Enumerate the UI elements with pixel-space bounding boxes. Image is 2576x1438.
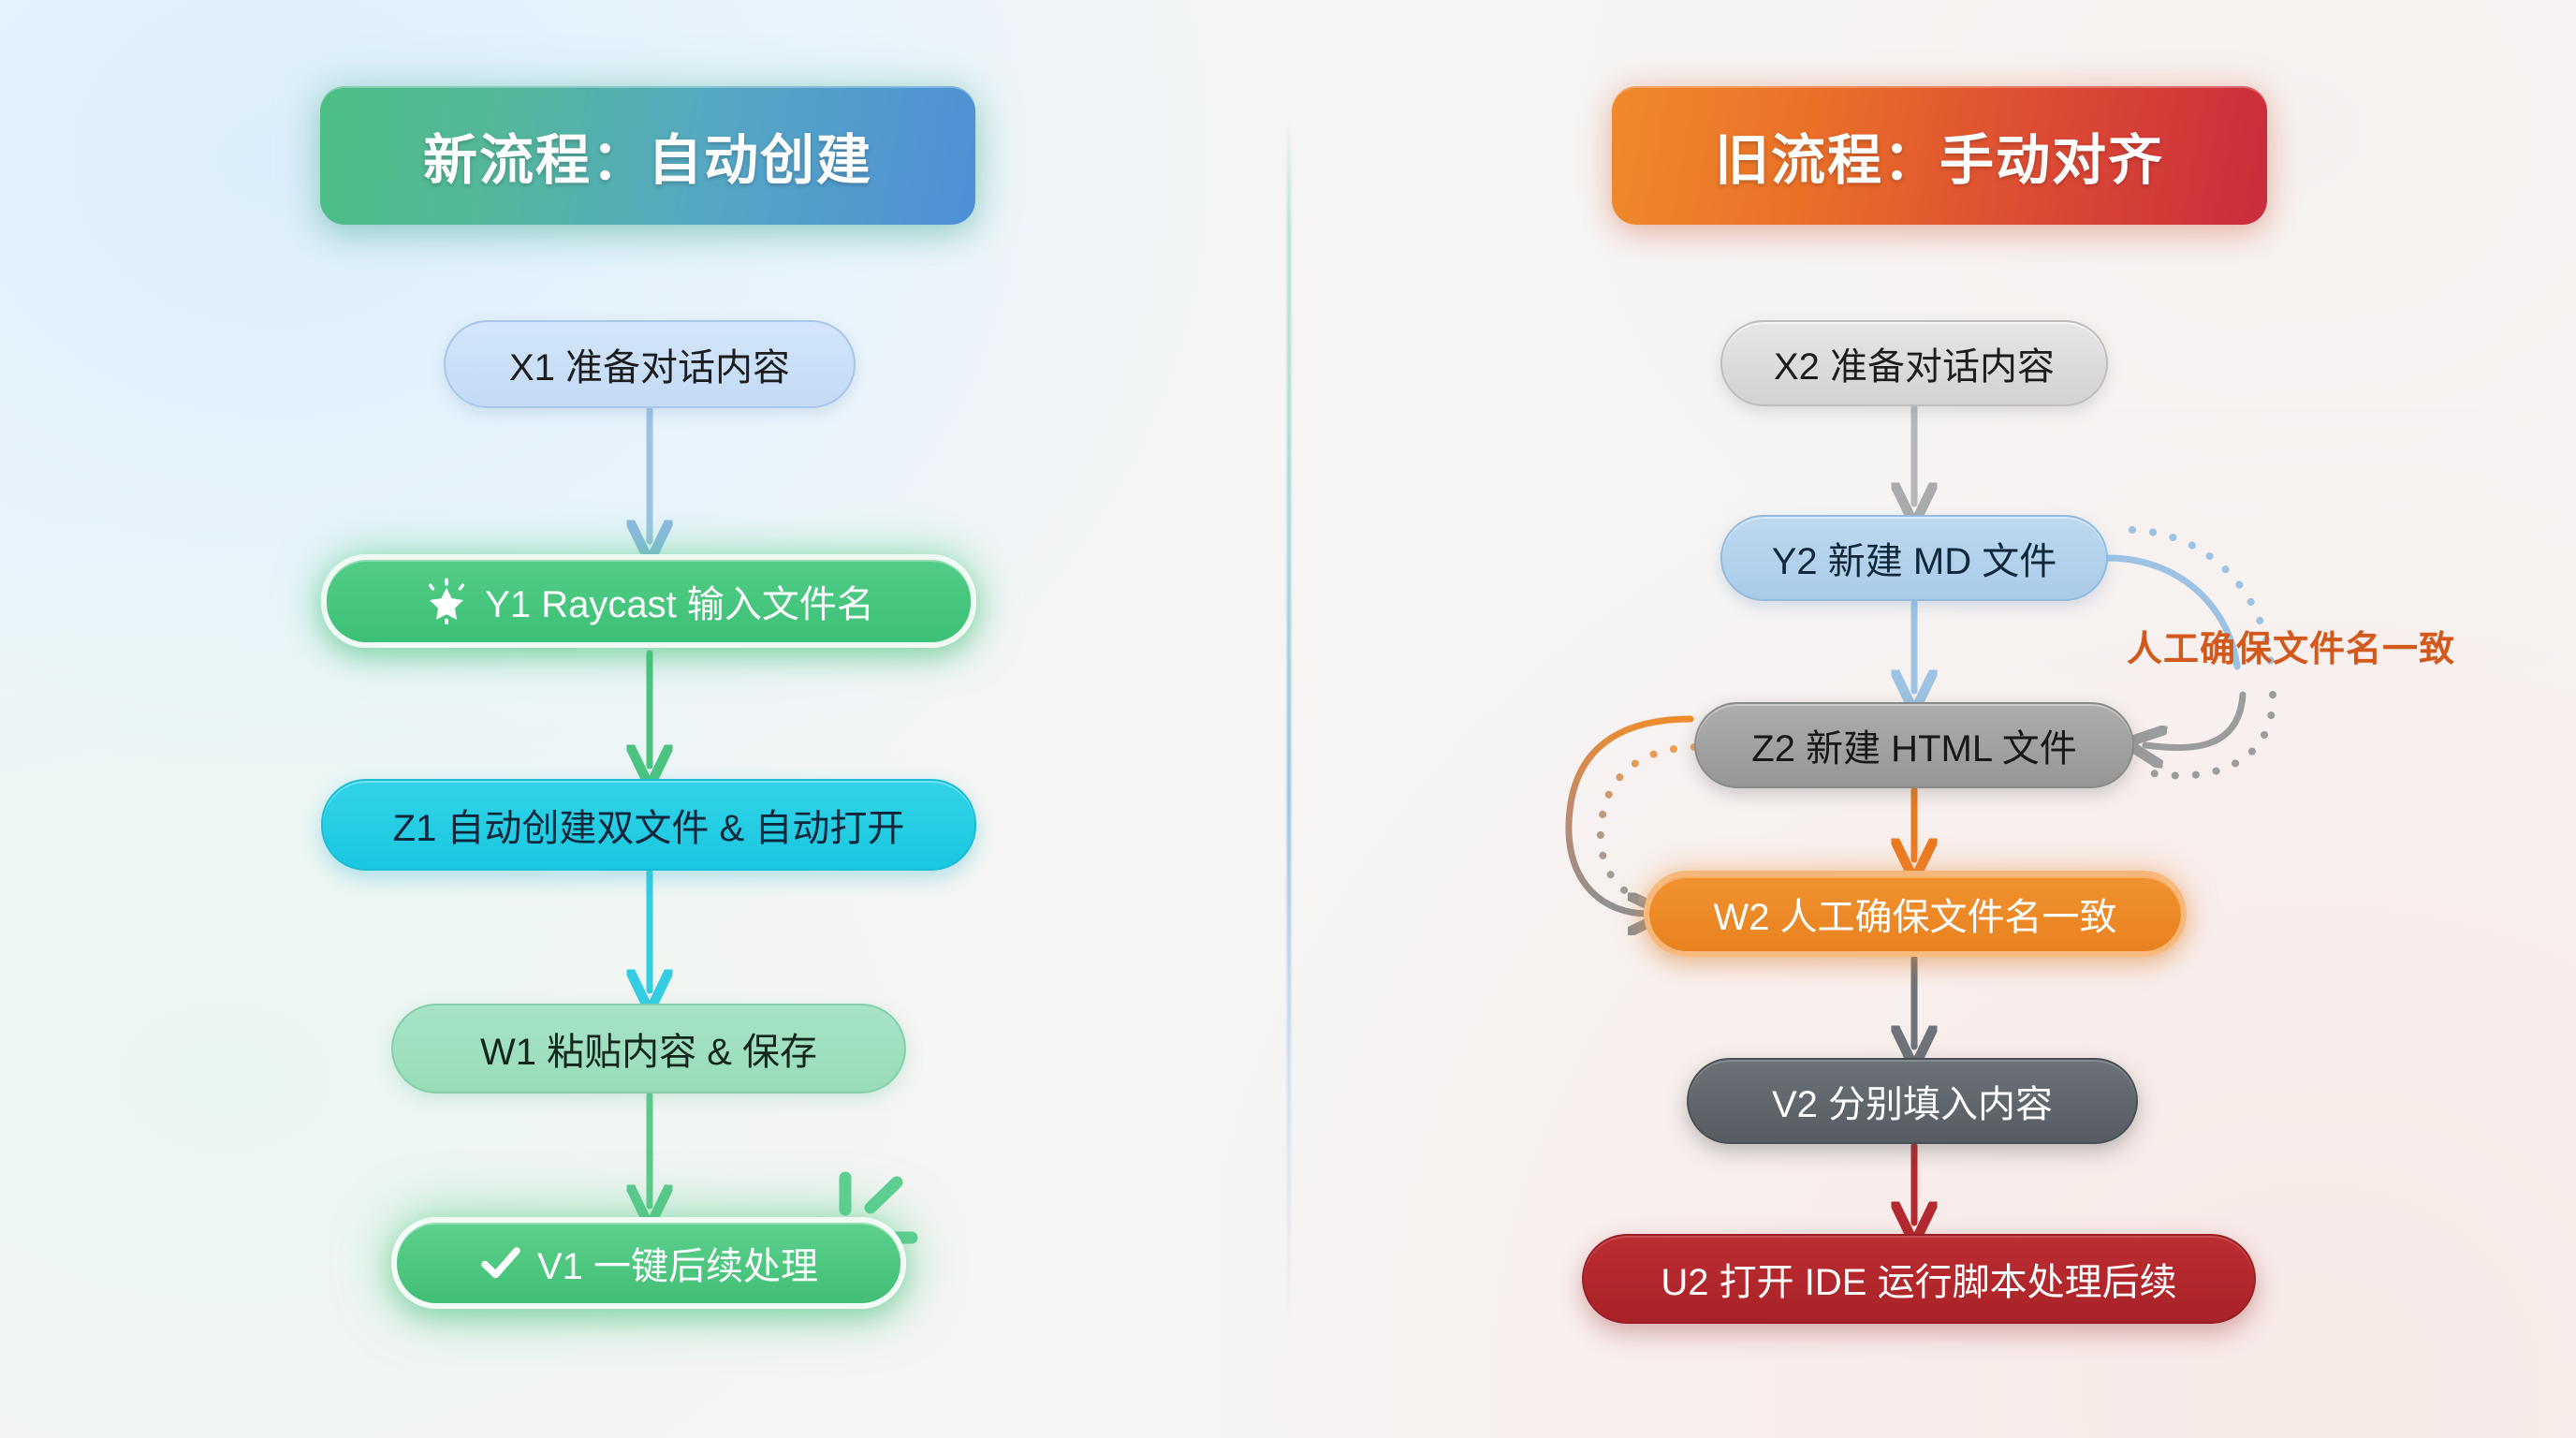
node-u2-label: U2 打开 IDE 运行脚本处理后续 [1661, 1262, 2177, 1303]
node-x1-label: X1 准备对话内容 [508, 347, 791, 389]
node-x2[interactable]: X2 准备对话内容 [1720, 320, 2108, 406]
node-x1[interactable]: X1 准备对话内容 [444, 320, 856, 408]
node-w1-label: W1 粘贴内容 & 保存 [479, 1032, 818, 1073]
connector-loop-into-z2-dotted [2149, 691, 2277, 780]
connector-loop-into-z2 [2145, 691, 2247, 748]
node-y2[interactable]: Y2 新建 MD 文件 [1720, 515, 2108, 601]
right-column-header-label: 旧流程：手动对齐 [1714, 130, 2164, 191]
node-v1[interactable]: V1 一键后续处理 [391, 1217, 906, 1309]
sparkle-star-icon [423, 578, 470, 624]
node-w2-label: W2 人工确保文件名一致 [1713, 897, 2117, 938]
node-z2[interactable]: Z2 新建 HTML 文件 [1694, 702, 2134, 788]
node-v2[interactable]: V2 分别填入内容 [1687, 1058, 2138, 1144]
node-u2[interactable]: U2 打开 IDE 运行脚本处理后续 [1582, 1234, 2256, 1324]
node-z1[interactable]: Z1 自动创建双文件 & 自动打开 [321, 779, 976, 871]
annotation-manual-sync: 人工确保文件名一致 [2127, 630, 2456, 669]
column-divider [1287, 122, 1291, 1329]
node-w1[interactable]: W1 粘贴内容 & 保存 [391, 1004, 906, 1093]
right-column-header: 旧流程：手动对齐 [1612, 86, 2267, 225]
node-y2-label: Y2 新建 MD 文件 [1771, 541, 2057, 582]
node-v2-label: V2 分别填入内容 [1771, 1084, 2054, 1125]
node-x2-label: X2 准备对话内容 [1773, 346, 2056, 388]
left-column-header-label: 新流程：自动创建 [422, 130, 872, 191]
left-column-header: 新流程：自动创建 [320, 86, 975, 225]
node-z1-label: Z1 自动创建双文件 & 自动打开 [392, 808, 905, 849]
node-w2[interactable]: W2 人工确保文件名一致 [1644, 871, 2187, 957]
node-y1[interactable]: Y1 Raycast 输入文件名 [321, 554, 976, 648]
check-icon [479, 1241, 522, 1284]
node-z2-label: Z2 新建 HTML 文件 [1751, 728, 2077, 770]
node-y1-label: Y1 Raycast 输入文件名 [485, 584, 874, 625]
node-v1-label: V1 一键后续处理 [536, 1246, 819, 1287]
